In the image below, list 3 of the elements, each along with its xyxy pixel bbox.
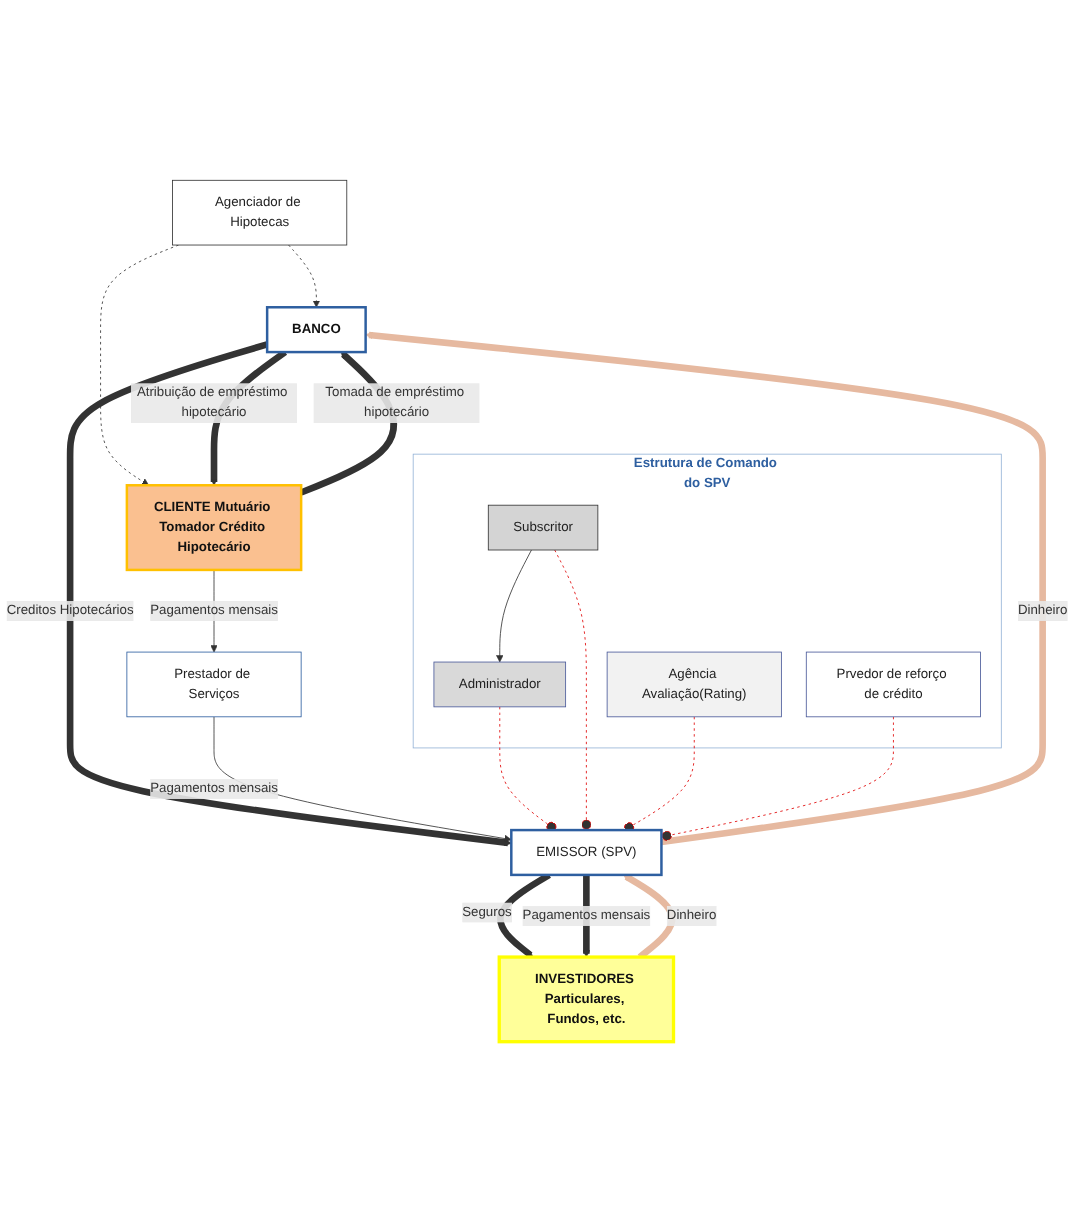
arrow bbox=[497, 872, 551, 958]
arrow bbox=[623, 873, 676, 960]
arrow bbox=[365, 331, 1046, 846]
